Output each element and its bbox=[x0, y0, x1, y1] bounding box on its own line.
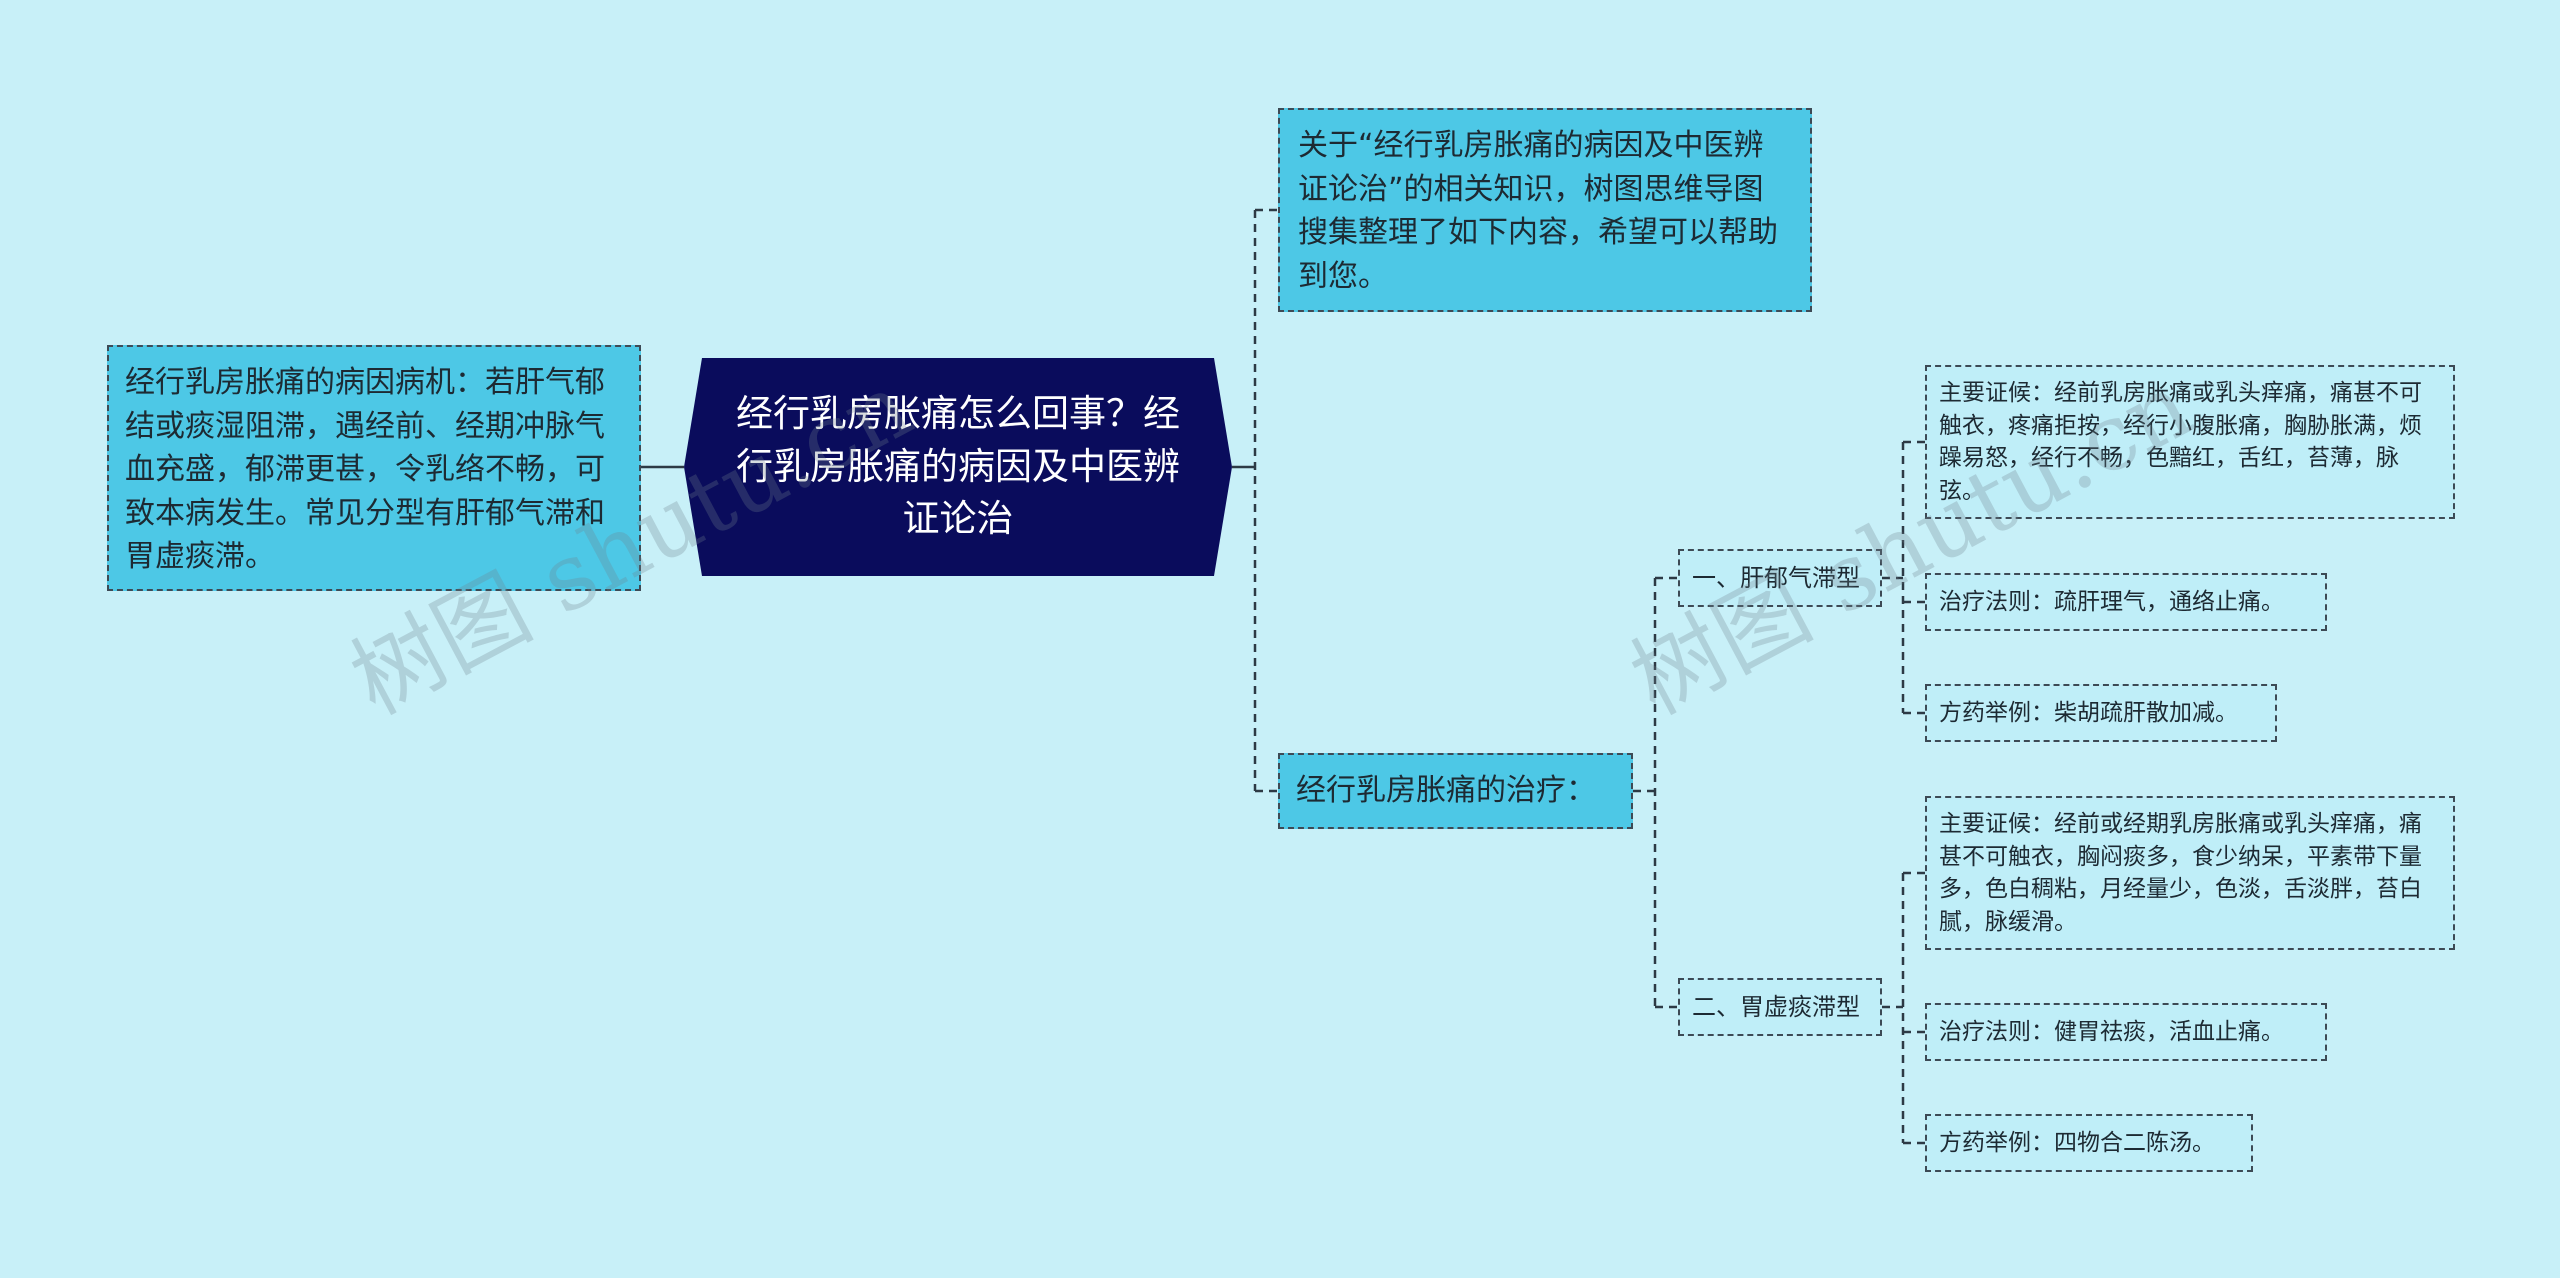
central-topic-label: 经行乳房胀痛怎么回事？经行乳房胀痛的病因及中医辨证论治 bbox=[736, 392, 1180, 541]
intro-text: 关于“经行乳房胀痛的病因及中医辨证论治”的相关知识，树图思维导图搜集整理了如下内… bbox=[1298, 128, 1778, 294]
type-label: 二、胃虚痰滞型 bbox=[1692, 992, 1860, 1021]
leaf-principle-type1[interactable]: 治疗法则：疏肝理气，通络止痛。 bbox=[1925, 573, 2327, 631]
leaf-principle-type2[interactable]: 治疗法则：健胃祛痰，活血止痛。 bbox=[1925, 1003, 2327, 1061]
treatment-node[interactable]: 经行乳房胀痛的治疗： bbox=[1278, 753, 1633, 829]
central-topic[interactable]: 经行乳房胀痛怎么回事？经行乳房胀痛的病因及中医辨证论治 bbox=[684, 358, 1232, 576]
cause-text: 经行乳房胀痛的病因病机：若肝气郁结或痰湿阻滞，遇经前、经期冲脉气血充盛，郁滞更甚… bbox=[125, 365, 605, 574]
type-liver-qi-node[interactable]: 一、肝郁气滞型 bbox=[1678, 549, 1882, 607]
leaf-text: 方药举例：柴胡疏肝散加减。 bbox=[1939, 699, 2238, 726]
leaf-symptoms-type2[interactable]: 主要证候：经前或经期乳房胀痛或乳头痒痛，痛甚不可触衣，胸闷痰多，食少纳呆，平素带… bbox=[1925, 796, 2455, 950]
leaf-text: 治疗法则：健胃祛痰，活血止痛。 bbox=[1939, 1018, 2284, 1045]
cause-node[interactable]: 经行乳房胀痛的病因病机：若肝气郁结或痰湿阻滞，遇经前、经期冲脉气血充盛，郁滞更甚… bbox=[107, 345, 641, 591]
leaf-text: 主要证候：经前或经期乳房胀痛或乳头痒痛，痛甚不可触衣，胸闷痰多，食少纳呆，平素带… bbox=[1939, 811, 2422, 935]
treatment-label: 经行乳房胀痛的治疗： bbox=[1296, 773, 1596, 809]
type-label: 一、肝郁气滞型 bbox=[1692, 563, 1860, 592]
intro-node[interactable]: 关于“经行乳房胀痛的病因及中医辨证论治”的相关知识，树图思维导图搜集整理了如下内… bbox=[1278, 108, 1812, 312]
central-topic-shape bbox=[684, 358, 1232, 576]
leaf-text: 方药举例：四物合二陈汤。 bbox=[1939, 1129, 2215, 1156]
leaf-prescription-type2[interactable]: 方药举例：四物合二陈汤。 bbox=[1925, 1114, 2253, 1172]
leaf-prescription-type1[interactable]: 方药举例：柴胡疏肝散加减。 bbox=[1925, 684, 2277, 742]
type-stomach-phlegm-node[interactable]: 二、胃虚痰滞型 bbox=[1678, 978, 1882, 1036]
leaf-text: 主要证候：经前乳房胀痛或乳头痒痛，痛甚不可触衣，疼痛拒按，经行小腹胀痛，胸胁胀满… bbox=[1939, 380, 2422, 504]
leaf-text: 治疗法则：疏肝理气，通络止痛。 bbox=[1939, 588, 2284, 615]
leaf-symptoms-type1[interactable]: 主要证候：经前乳房胀痛或乳头痒痛，痛甚不可触衣，疼痛拒按，经行小腹胀痛，胸胁胀满… bbox=[1925, 365, 2455, 519]
